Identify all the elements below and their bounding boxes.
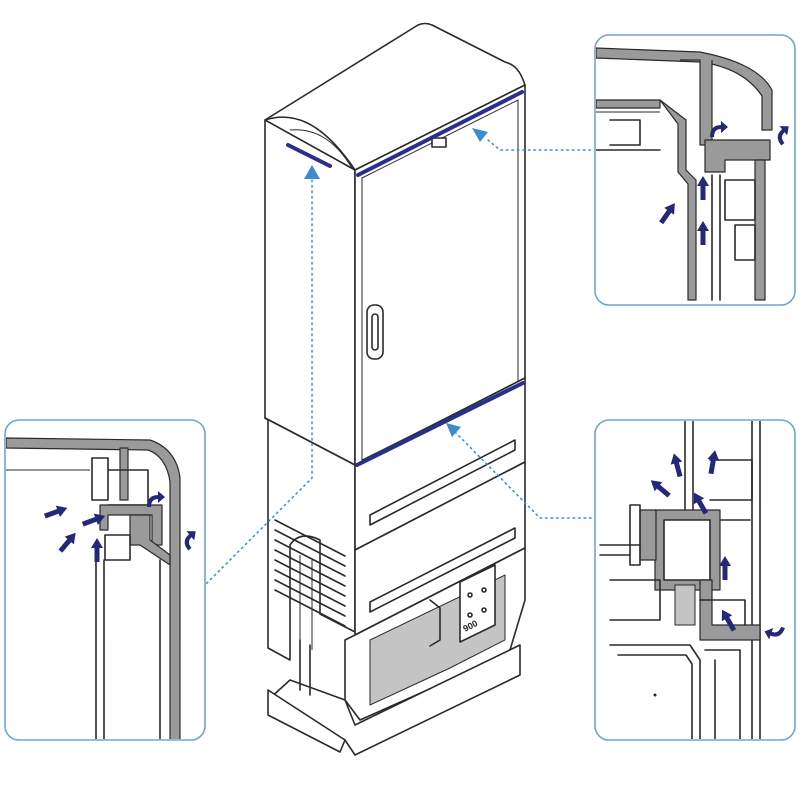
plinth — [267, 644, 521, 756]
callout-roof-detail — [594, 34, 796, 306]
door-handle — [366, 304, 384, 360]
seal-highlights — [286, 90, 525, 467]
leader-top-right — [487, 139, 594, 151]
leader-lines — [204, 128, 594, 586]
leader-left — [204, 179, 313, 586]
cabinet-roof — [264, 22, 526, 171]
callout-side-detail — [4, 419, 206, 741]
side-vents — [274, 519, 346, 627]
leader-arrow-icon — [446, 423, 461, 437]
door-bottom-seal — [355, 381, 525, 467]
roof-seal-front — [356, 90, 524, 177]
leader-arrow-icon — [304, 165, 320, 179]
door-latch — [431, 137, 447, 148]
cabinet-drawing: 900 — [264, 22, 526, 756]
callout-door-detail — [594, 419, 796, 741]
cable-entry-plate: 900 — [459, 564, 496, 643]
leader-right-lower — [454, 431, 594, 519]
roof-seal-left — [286, 143, 332, 168]
plinth-foot-left — [267, 689, 346, 753]
leader-arrow-icon — [472, 128, 488, 142]
